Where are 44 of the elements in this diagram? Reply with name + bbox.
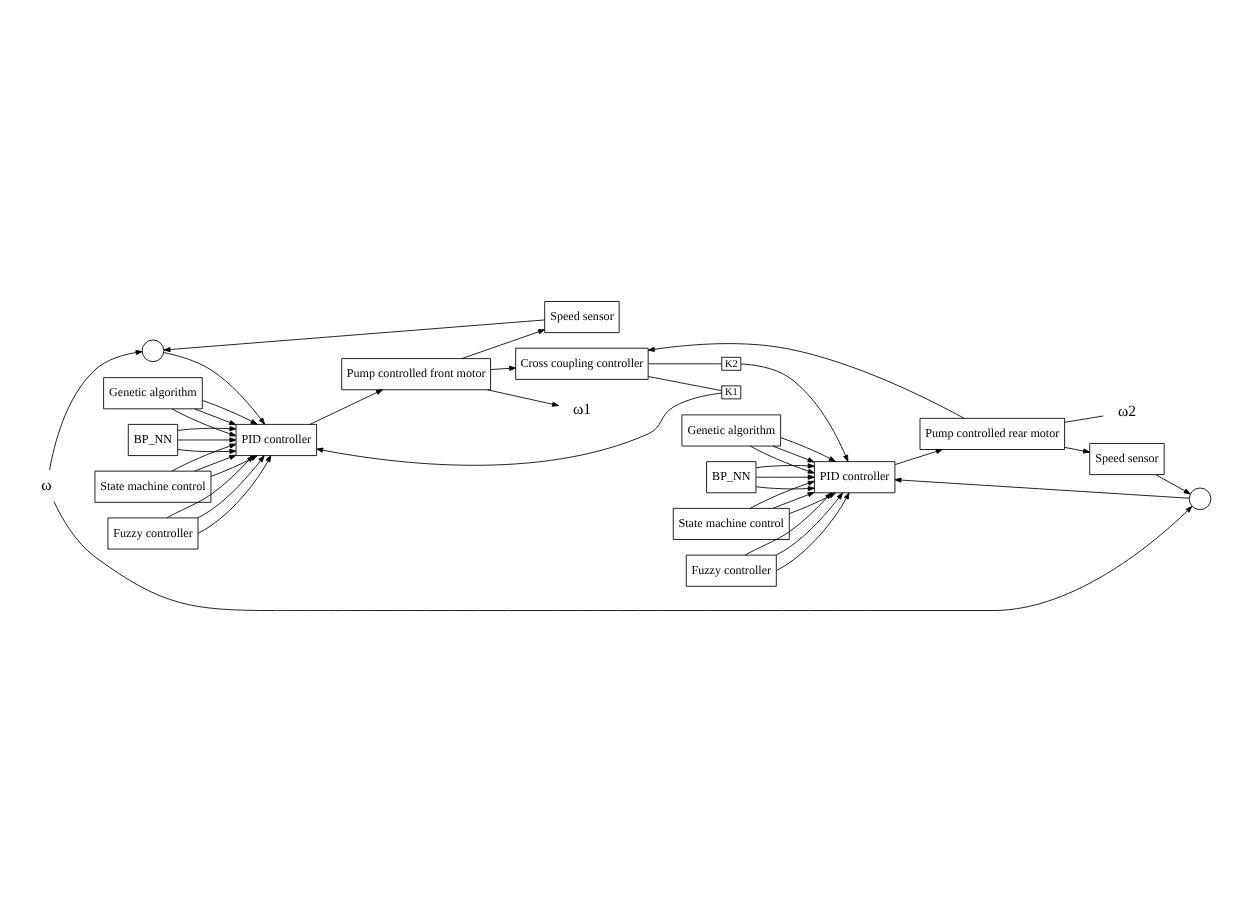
arrow <box>177 448 237 454</box>
arrow <box>202 400 258 425</box>
arrow <box>194 454 237 472</box>
arrow <box>461 329 546 359</box>
arrow <box>755 463 815 469</box>
node-text: ω <box>41 475 52 494</box>
node-circle <box>1188 487 1212 511</box>
arrow <box>177 426 237 432</box>
connector <box>647 363 722 365</box>
arrow <box>894 448 943 465</box>
arrow <box>316 392 723 466</box>
arrow <box>744 492 832 556</box>
arrow <box>1064 447 1090 454</box>
arrow <box>755 474 815 480</box>
arrow <box>194 408 237 426</box>
arrow <box>487 389 559 407</box>
arrow <box>740 363 849 462</box>
node-circle <box>141 339 165 363</box>
arrow <box>163 352 266 425</box>
arrow <box>772 445 815 463</box>
arrow <box>749 480 815 509</box>
node-text: ω1 <box>572 400 591 419</box>
arrow <box>163 319 545 353</box>
arrow <box>177 437 237 443</box>
arrow <box>53 501 1193 611</box>
arrow <box>171 408 237 437</box>
node-text: ω2 <box>1117 402 1136 421</box>
arrow <box>788 492 836 515</box>
arrow <box>780 437 836 462</box>
arrow <box>647 343 965 419</box>
arrow <box>749 445 815 474</box>
connector <box>647 376 722 392</box>
arrow <box>894 477 1190 499</box>
arrow <box>490 365 517 371</box>
connector <box>1064 415 1104 423</box>
arrow <box>171 443 237 472</box>
arrow <box>772 492 815 509</box>
arrow <box>776 492 850 571</box>
arrow <box>1155 474 1191 495</box>
arrow <box>755 486 815 492</box>
arrow <box>309 389 383 425</box>
arrow <box>166 455 254 519</box>
arrow <box>49 349 143 471</box>
arrow <box>775 492 843 556</box>
